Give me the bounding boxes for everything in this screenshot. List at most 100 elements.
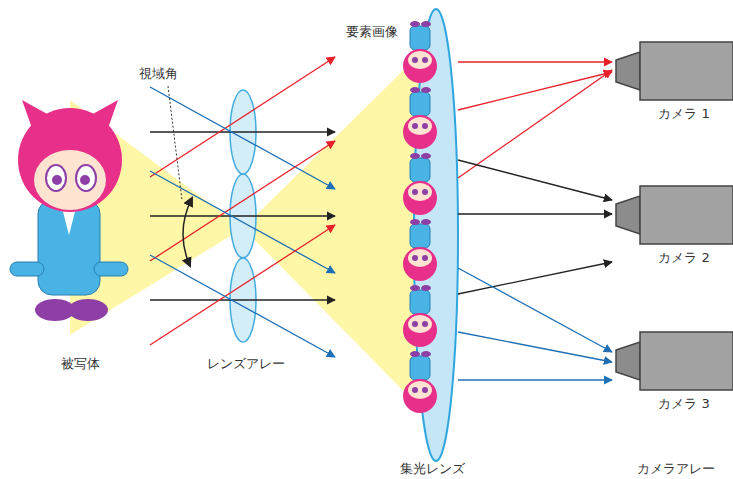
- element-image: [403, 153, 437, 215]
- shoe: [421, 153, 431, 159]
- light-ray: [150, 131, 335, 132]
- coat: [410, 356, 430, 380]
- element-image: [403, 219, 437, 281]
- face: [408, 51, 432, 69]
- shoe: [68, 299, 108, 321]
- light-ray: [458, 379, 612, 380]
- eye: [412, 255, 418, 261]
- coat: [410, 92, 430, 116]
- face: [408, 249, 432, 267]
- camera-label: カメラ 3: [658, 396, 709, 412]
- part-label: 集光レンズ: [400, 461, 465, 477]
- face: [408, 183, 432, 201]
- shoe: [410, 285, 420, 291]
- eye: [422, 189, 428, 195]
- eye: [422, 255, 428, 261]
- element-image: [403, 21, 437, 83]
- eye: [412, 387, 418, 393]
- head: [18, 108, 122, 212]
- element-image: [403, 351, 437, 413]
- camera-body: [640, 42, 733, 100]
- light-ray: [150, 87, 335, 189]
- pupil: [52, 175, 62, 185]
- eye: [412, 57, 418, 63]
- shoe: [421, 21, 431, 27]
- element-images: [403, 21, 437, 413]
- light-ray: [458, 72, 612, 110]
- shoe: [410, 21, 420, 27]
- coat: [410, 290, 430, 314]
- camera-body: [640, 332, 733, 390]
- eye: [422, 321, 428, 327]
- eye: [46, 165, 66, 191]
- light-ray: [458, 268, 612, 352]
- shoe: [410, 87, 420, 93]
- face: [408, 315, 432, 333]
- head: [403, 181, 437, 215]
- eye: [422, 123, 428, 129]
- group-label: カメラアレー: [637, 461, 715, 477]
- head: [403, 49, 437, 83]
- shoe: [421, 87, 431, 93]
- camera-body: [640, 186, 733, 244]
- subject-figure: [10, 100, 128, 321]
- camera-lens: [616, 196, 640, 234]
- light-ray: [150, 299, 335, 300]
- eye: [412, 189, 418, 195]
- light-ray: [458, 70, 612, 178]
- camera-label: カメラ 2: [658, 250, 709, 266]
- eye: [76, 165, 96, 191]
- coat: [38, 200, 100, 295]
- head: [403, 313, 437, 347]
- part-label: 要素画像: [346, 24, 398, 40]
- shoe: [421, 351, 431, 357]
- light-ray: [150, 255, 335, 357]
- coat: [410, 158, 430, 182]
- element-image: [403, 285, 437, 347]
- light-ray: [150, 215, 335, 216]
- rays: [150, 57, 335, 357]
- angle-arc: [183, 198, 192, 266]
- coat: [410, 26, 430, 50]
- light-ray: [458, 332, 612, 362]
- light-ray: [150, 225, 335, 345]
- face: [408, 381, 432, 399]
- part-label: レンズアレー: [207, 356, 285, 372]
- head: [403, 115, 437, 149]
- shoe: [410, 153, 420, 159]
- camera-symbol: [612, 40, 733, 102]
- part-label: 被写体: [61, 356, 100, 372]
- light-ray: [458, 61, 612, 62]
- camera: カメラ 1: [612, 40, 733, 140]
- head: [403, 379, 437, 413]
- head: [403, 247, 437, 281]
- element-image: [403, 87, 437, 149]
- arm: [94, 262, 128, 276]
- shoe: [410, 219, 420, 225]
- face: [408, 117, 432, 135]
- camera: カメラ 3: [612, 330, 733, 430]
- shoe: [410, 351, 420, 357]
- angle-label: 視域角: [139, 66, 178, 82]
- leader-line: [168, 86, 182, 200]
- eye: [412, 321, 418, 327]
- light-ray: [150, 171, 335, 273]
- camera: カメラ 2: [612, 184, 733, 284]
- arm: [10, 262, 44, 276]
- eye: [422, 57, 428, 63]
- eye: [412, 123, 418, 129]
- light-ray: [458, 213, 612, 214]
- eye: [422, 387, 428, 393]
- camera-label: カメラ 1: [658, 106, 709, 122]
- light-ray: [458, 262, 612, 294]
- camera-symbol: [612, 330, 733, 392]
- rays: [458, 62, 612, 380]
- shoe: [421, 285, 431, 291]
- camera-symbol: [612, 184, 733, 246]
- camera-lens: [616, 52, 640, 90]
- light-ray: [458, 160, 612, 200]
- face: [34, 150, 106, 210]
- camera-lens: [616, 342, 640, 380]
- shoe: [421, 219, 431, 225]
